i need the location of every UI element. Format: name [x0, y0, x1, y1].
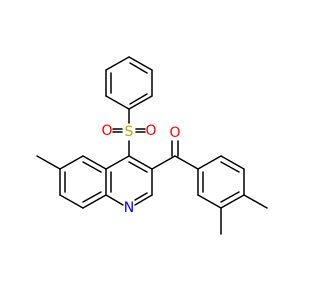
- methyl-bond-quinoline: [36, 155, 61, 170]
- benzo-ring: [59, 155, 107, 209]
- methyl-bond-para: [243, 194, 268, 209]
- carbonyl-group: [151, 140, 199, 170]
- sulfonyl-group: [112, 108, 146, 157]
- atom-oxygen-ketone: O: [169, 125, 180, 141]
- atom-sulfur: S: [125, 124, 134, 140]
- diagram-canvas: S O O O N: [36, 56, 268, 235]
- atom-oxygen-sulfonyl-right: O: [145, 123, 156, 139]
- molecule-structure: S O O O N: [36, 56, 268, 235]
- dimethylphenyl-ring: [197, 155, 245, 209]
- pyridine-ring: [105, 155, 153, 206]
- atom-oxygen-sulfonyl-left: O: [101, 123, 112, 139]
- phenyl-ring: [105, 56, 153, 110]
- atom-nitrogen: N: [124, 200, 134, 216]
